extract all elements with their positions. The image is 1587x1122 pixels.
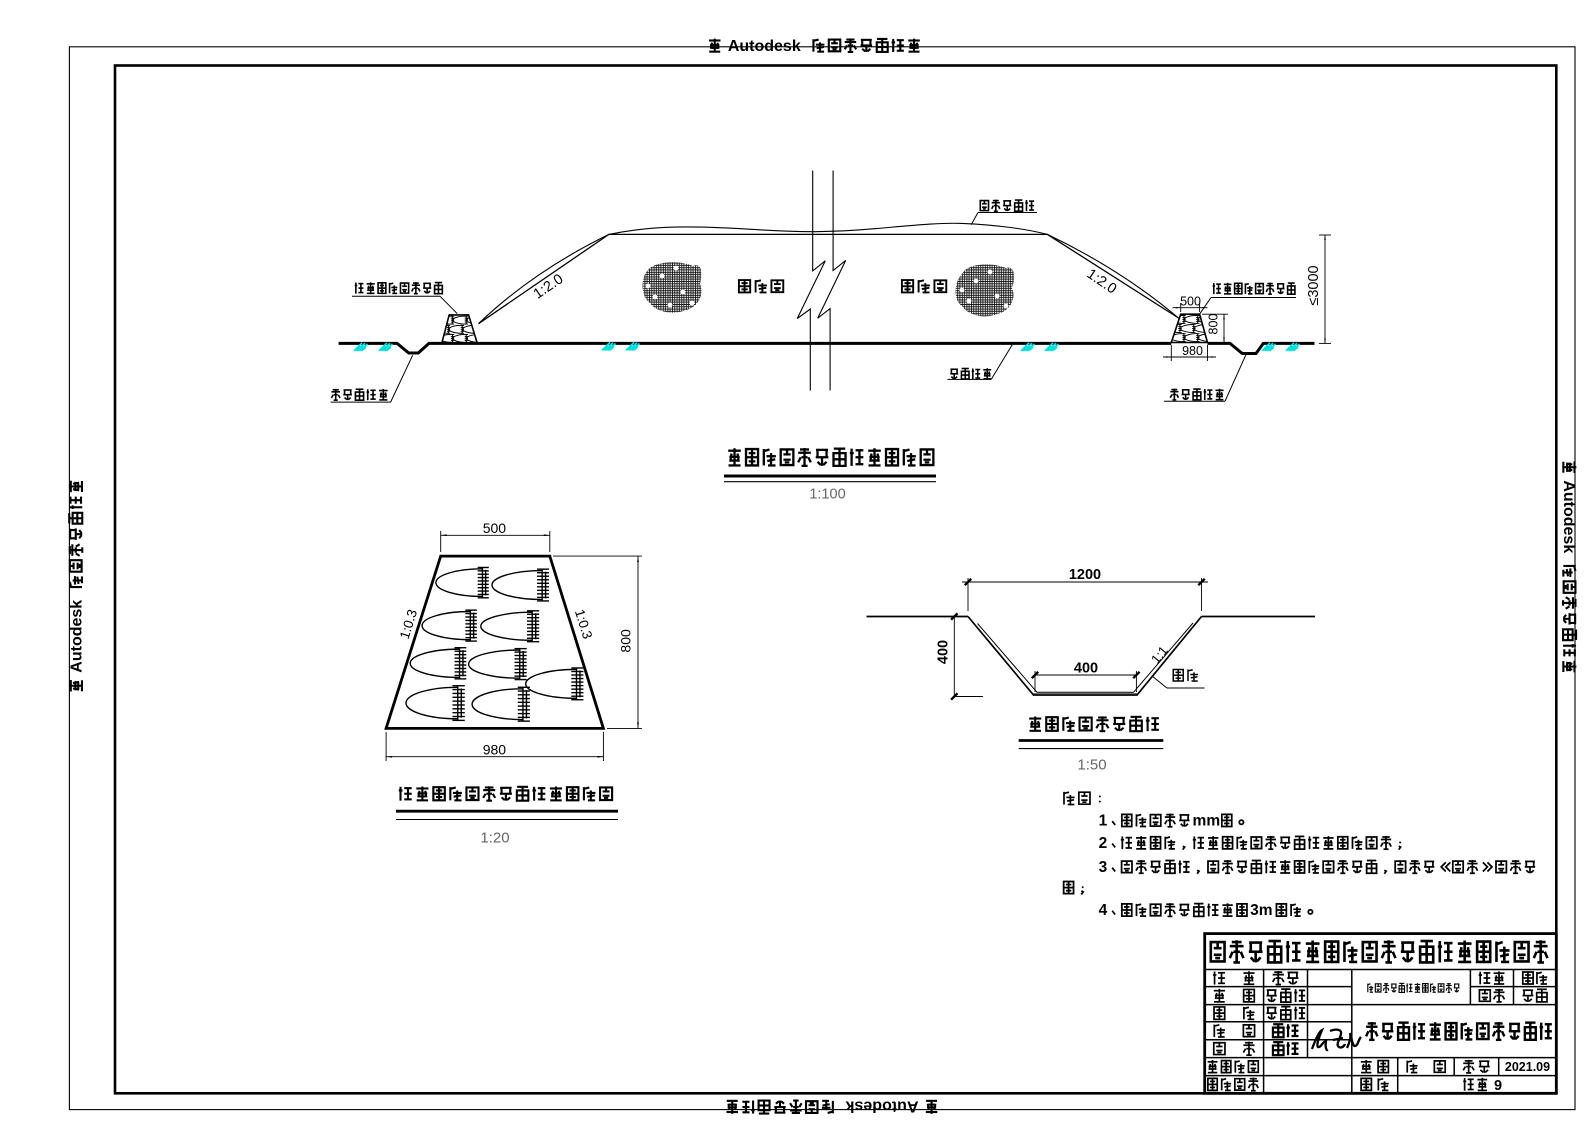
svg-text:1200: 1200 (1069, 567, 1101, 583)
svg-text:4: 4 (1099, 902, 1108, 919)
svg-text:mm: mm (1193, 813, 1221, 830)
svg-text:500: 500 (1180, 295, 1201, 309)
svg-text:1:1: 1:1 (1148, 643, 1171, 666)
svg-text:1:20: 1:20 (480, 830, 509, 847)
svg-text:Autodesk: Autodesk (728, 38, 801, 55)
svg-text:1: 1 (1099, 813, 1108, 830)
svg-text:9: 9 (1494, 1078, 1502, 1094)
svg-text:1:50: 1:50 (1077, 757, 1106, 774)
svg-text:2: 2 (1099, 835, 1108, 852)
svg-text:800: 800 (1207, 314, 1221, 335)
svg-text:≤3000: ≤3000 (1306, 265, 1322, 305)
svg-text:Autodesk: Autodesk (1560, 480, 1577, 553)
svg-text:3m: 3m (1250, 902, 1272, 919)
svg-text:800: 800 (617, 629, 633, 653)
svg-text:980: 980 (483, 741, 507, 757)
svg-text:500: 500 (483, 520, 507, 536)
svg-text:Autodesk: Autodesk (68, 600, 85, 673)
svg-text:1:100: 1:100 (809, 487, 845, 503)
svg-text:980: 980 (1182, 344, 1203, 358)
svg-text:2021.09: 2021.09 (1505, 1060, 1550, 1074)
svg-text:400: 400 (936, 640, 952, 664)
svg-text:400: 400 (1074, 661, 1098, 677)
svg-text:3: 3 (1099, 859, 1108, 876)
svg-text:Autodesk: Autodesk (846, 1097, 919, 1114)
